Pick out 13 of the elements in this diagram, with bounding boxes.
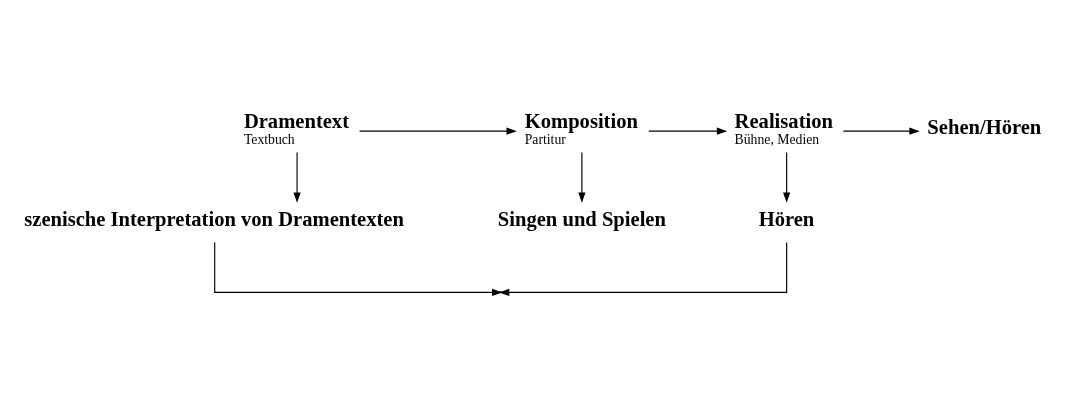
arrow	[359, 127, 517, 135]
arrow	[578, 151, 586, 203]
node-text: Singen und Spielen	[497, 207, 666, 230]
node-text: Sehen/Hören	[927, 115, 1042, 138]
arrow	[648, 127, 728, 135]
arrow	[293, 151, 301, 203]
arrow	[842, 127, 920, 135]
node-text: Komposition Partitur	[524, 109, 638, 147]
arrow	[783, 151, 791, 203]
node-text: szenische Interpretation von Dramentexten	[24, 207, 404, 230]
node-text: Realisation Bühne, Medien	[734, 109, 833, 147]
node-text: Hören	[758, 207, 815, 230]
node-text: Dramentext Textbuch	[243, 109, 350, 147]
